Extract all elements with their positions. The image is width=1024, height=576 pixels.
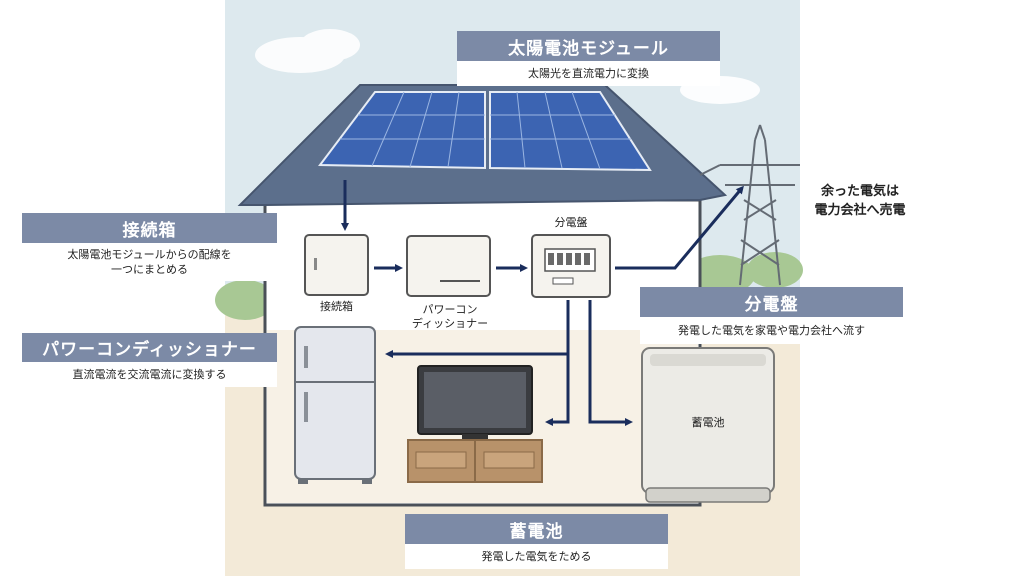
label-distribution-panel: 分電盤 発電した電気を家電や電力会社へ流す: [640, 287, 903, 344]
label-power-conditioner-title: パワーコンディッショナー: [22, 333, 277, 362]
junction-box-device: [304, 234, 369, 296]
refrigerator-icon: [294, 326, 376, 484]
battery-icon: [641, 347, 775, 503]
bushes: [215, 252, 803, 320]
sell-note-line2: 電力会社へ売電: [814, 203, 906, 218]
label-solar-module-title: 太陽電池モジュール: [457, 31, 720, 61]
arrow-panel-to-battery: [588, 300, 633, 426]
label-distribution-panel-title: 分電盤: [640, 287, 903, 317]
transmission-tower-icon: [699, 124, 800, 286]
label-power-conditioner-desc: 直流電流を交流電流に変換する: [22, 362, 277, 387]
label-solar-module-desc: 太陽光を直流電力に変換: [457, 61, 720, 86]
junction-desc-line1: 太陽電池モジュールからの配線を: [67, 248, 232, 261]
power-conditioner-device: [406, 235, 491, 297]
junction-desc-line2: 一つにまとめる: [111, 263, 188, 276]
label-junction-box-desc: 太陽電池モジュールからの配線を 一つにまとめる: [22, 243, 277, 281]
solar-panel-icon: [318, 91, 652, 172]
label-solar-module: 太陽電池モジュール 太陽光を直流電力に変換: [457, 31, 720, 86]
label-storage-battery-title: 蓄電池: [405, 514, 668, 544]
device-label-pcs-line1: パワーコン: [422, 303, 478, 316]
label-storage-battery-desc: 発電した電気をためる: [405, 544, 668, 569]
flow-arrows: [341, 180, 744, 426]
label-storage-battery: 蓄電池 発電した電気をためる: [405, 514, 668, 569]
device-label-pcs-line2: ディッショナー: [411, 317, 489, 330]
device-label-panel: 分電盤: [554, 216, 588, 229]
label-junction-box-title: 接続箱: [22, 213, 277, 243]
arrow-panel-to-grid: [615, 185, 744, 270]
device-label-junction: 接続箱: [320, 300, 353, 313]
sell-note-line1: 余った電気は: [820, 184, 899, 199]
device-label-pcs: パワーコン ディッショナー: [400, 303, 500, 331]
sell-electricity-note: 余った電気は 電力会社へ売電: [800, 182, 920, 220]
label-junction-box: 接続箱 太陽電池モジュールからの配線を 一つにまとめる: [22, 213, 277, 281]
arrow-panel-to-tv: [545, 354, 570, 426]
label-distribution-panel-desc: 発電した電気を家電や電力会社へ流す: [640, 317, 903, 344]
device-label-battery: 蓄電池: [691, 416, 725, 429]
television-icon: [407, 365, 543, 483]
label-power-conditioner: パワーコンディッショナー 直流電流を交流電流に変換する: [22, 333, 277, 387]
